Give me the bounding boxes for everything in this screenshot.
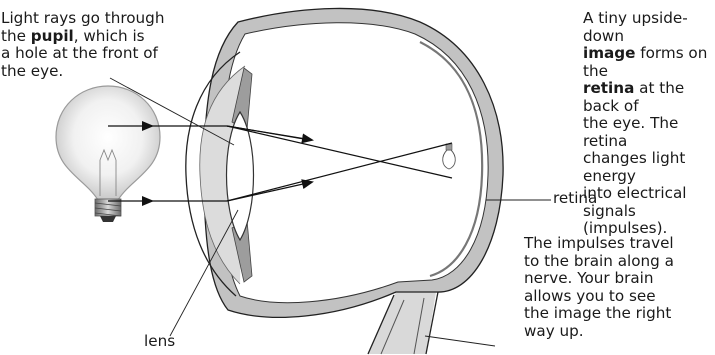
pupil-term: pupil (31, 27, 74, 45)
retina-label: retina (553, 190, 597, 207)
impulse-description: The impulses travel to the brain along a… (524, 235, 715, 340)
lens-label: lens (144, 333, 175, 350)
optic-nerve (368, 292, 438, 354)
image-term: image (583, 44, 635, 62)
retina-term: retina (583, 79, 634, 97)
retina-description: A tiny upside-down image forms on the re… (583, 10, 715, 238)
pupil-description: Light rays go through the pupil, which i… (1, 10, 206, 80)
